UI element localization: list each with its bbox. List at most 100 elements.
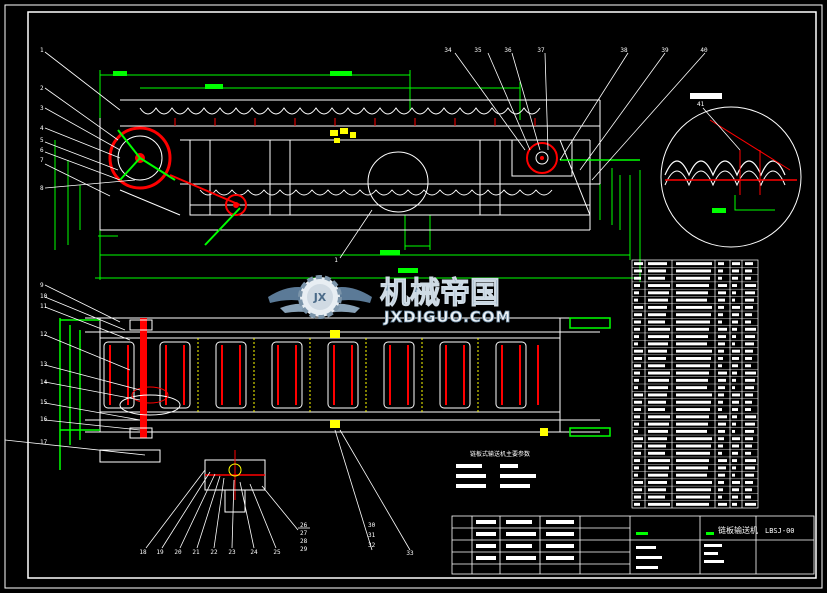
bom-cell-text	[745, 437, 753, 441]
bom-cell-text	[718, 495, 722, 499]
bom-cell-text	[634, 291, 639, 295]
bom-cell-text	[718, 298, 725, 302]
bom-cell-text	[718, 371, 727, 375]
bom-cell-text	[648, 335, 669, 339]
bom-cell-text	[718, 320, 722, 324]
bom-cell-text	[648, 262, 667, 266]
balloon-14: 14	[40, 379, 48, 386]
bom-cell-text	[718, 378, 726, 382]
watermark-title: 机械帝国	[380, 276, 500, 311]
bom-cell-text	[718, 327, 727, 331]
bom-cell-text	[676, 488, 711, 492]
bom-cell-text	[732, 327, 737, 331]
balloon-41: 41	[697, 101, 705, 108]
bom-cell-text	[634, 393, 643, 397]
bom-cell-text	[676, 459, 709, 463]
bom-cell-text	[676, 451, 710, 455]
bom-cell-text	[732, 386, 735, 390]
bom-cell-text	[676, 305, 712, 309]
bom-cell-text	[745, 313, 752, 317]
balloon-11: 11	[40, 303, 48, 310]
plan-view	[4, 284, 611, 551]
balloon-15: 15	[40, 399, 48, 406]
bom-cell-text	[718, 429, 725, 433]
bom-cell-text	[648, 320, 665, 324]
bom-cell-text	[718, 473, 725, 477]
bom-cell-text	[718, 364, 722, 368]
balloon-30: 30	[368, 522, 376, 529]
bom-cell-text	[732, 444, 739, 448]
inspection-window	[367, 151, 429, 213]
bom-cell-text	[676, 298, 707, 302]
bom-cell-text	[648, 364, 665, 368]
balloon-2: 2	[40, 85, 44, 92]
balloon-35: 35	[474, 47, 482, 54]
bom-cell-text	[745, 276, 751, 280]
bom-cell-text	[676, 284, 709, 287]
bom-cell-text	[745, 298, 754, 302]
bom-cell-text	[634, 320, 641, 324]
bom-cell-text	[745, 284, 756, 287]
bom-cell-text	[732, 320, 738, 324]
bom-cell-text	[676, 262, 712, 266]
bom-cell-text	[648, 327, 670, 331]
bom-cell-text	[745, 495, 751, 499]
bom-cell-text	[648, 408, 665, 411]
bom-cell-text	[745, 393, 753, 397]
bom-cell-text	[745, 444, 752, 448]
bom-cell-text	[634, 371, 640, 375]
bom-cell-text	[648, 378, 669, 382]
balloon-9: 9	[40, 282, 44, 289]
bom-cell-text	[676, 415, 709, 419]
balloon-10: 10	[40, 293, 48, 300]
upper-chain-flights	[139, 107, 553, 196]
bom-cell-text	[676, 422, 708, 426]
bom-cell-text	[648, 291, 669, 295]
bom-cell-text	[732, 364, 738, 368]
bom-cell-text	[676, 466, 708, 470]
bom-cell-text	[732, 429, 735, 433]
bom-cell-text	[676, 269, 711, 273]
bom-cell-text	[634, 466, 639, 470]
bom-cell-text	[732, 269, 739, 273]
balloon-19: 19	[156, 549, 164, 556]
bom-cell-text	[745, 386, 754, 390]
left-drive-sprocket	[108, 126, 241, 206]
bom-cell-text	[732, 335, 736, 339]
bom-cell-text	[718, 451, 722, 455]
bom-cell-text	[718, 291, 726, 295]
balloon-36: 36	[504, 47, 512, 54]
bom-cell-text	[676, 327, 709, 331]
bom-cell-text	[648, 342, 668, 346]
bom-cell-text	[676, 444, 711, 448]
balloon-23: 23	[228, 549, 236, 556]
bom-cell-text	[718, 437, 724, 441]
bom-cell-text	[745, 415, 756, 419]
bom-cell-text	[745, 429, 754, 433]
watermark-url: JXDIGUO.COM	[383, 308, 511, 326]
bom-cell-text	[745, 371, 756, 375]
bom-cell-text	[718, 415, 727, 419]
bom-cell-text	[732, 284, 737, 287]
bom-cell-text	[745, 269, 752, 273]
bom-cell-text	[718, 459, 727, 463]
balloon-21: 21	[192, 549, 200, 556]
bom-cell-text	[718, 422, 726, 426]
balloon-39: 39	[661, 47, 669, 54]
bom-cell-text	[648, 429, 668, 433]
bom-cell-text	[648, 466, 669, 470]
chain-highlight	[330, 128, 356, 143]
bom-table: 链板输送机 LBSJ-00	[451, 259, 815, 575]
bom-cell-text	[634, 342, 638, 346]
bom-cell-text	[634, 422, 639, 426]
bom-cell-text	[745, 349, 753, 353]
bom-cell-text	[718, 386, 725, 390]
bom-cell-text	[718, 393, 724, 397]
bom-cell-text	[745, 357, 752, 360]
tail-sprocket	[511, 139, 640, 177]
bom-cell-text	[634, 378, 639, 382]
bom-cell-text	[745, 422, 755, 426]
bom-cell-text	[634, 415, 640, 419]
bom-cell-text	[732, 349, 740, 353]
